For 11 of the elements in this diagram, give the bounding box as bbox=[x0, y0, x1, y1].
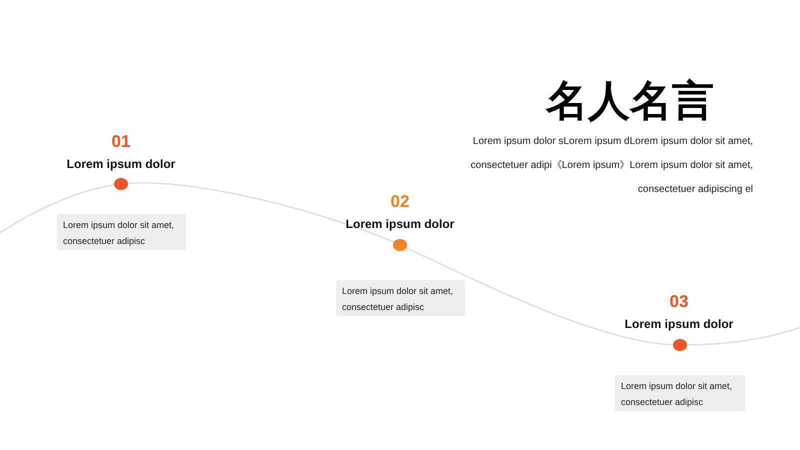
title: 名人名言 bbox=[544, 77, 715, 125]
step-heading: Lorem ipsum dolor bbox=[66, 156, 176, 172]
note-text: Lorem ipsum dolor sit amet, consectetuer adipisc bbox=[63, 219, 176, 248]
step-number: 03 bbox=[668, 292, 690, 312]
quote-paragraph: Lorem ipsum dolor sLorem ipsum dLorem ipsum dolor sit amet, consectetuer adipi《Lorem ipsum》Lorem ipsum dolor sit amet, consectetuer adipiscing el bbox=[470, 135, 753, 197]
step-heading: Lorem ipsum dolor bbox=[344, 216, 456, 232]
step-number: 01 bbox=[110, 132, 132, 152]
note-text: Lorem ipsum dolor sit amet, consectetuer adipisc bbox=[342, 285, 454, 314]
step-heading: Lorem ipsum dolor bbox=[624, 316, 734, 332]
note-text: Lorem ipsum dolor sit amet, consectetuer adipisc bbox=[621, 380, 734, 409]
step-number: 02 bbox=[390, 192, 410, 212]
